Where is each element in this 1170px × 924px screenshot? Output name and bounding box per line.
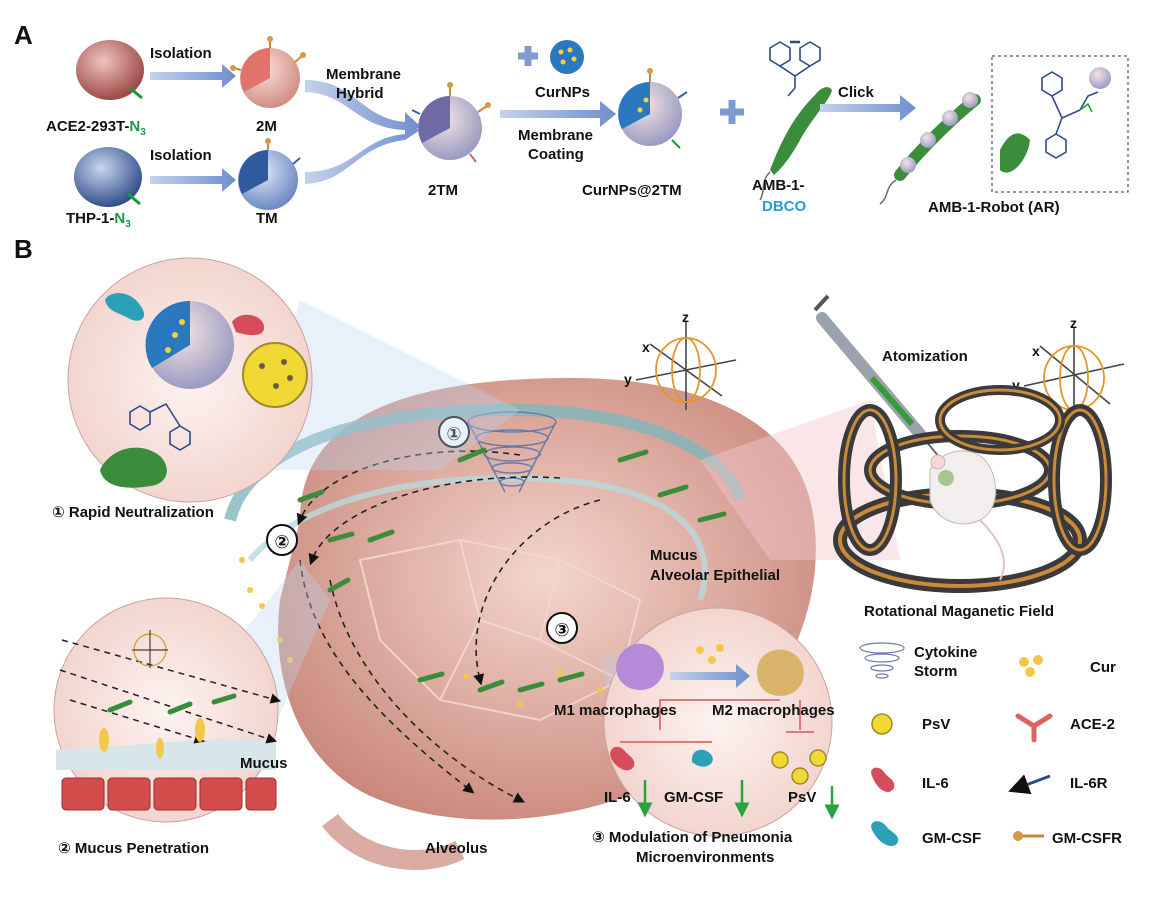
svg-text:③: ③ (554, 620, 569, 640)
vesicle-tm (238, 138, 301, 210)
axis-gizmo-left (635, 322, 737, 410)
curnps-particle (550, 40, 584, 74)
cytokine-storm-vortex (467, 411, 557, 493)
legend-ace2-label: ACE-2 (1070, 716, 1115, 733)
label-rapid-neutralization: ① Rapid Neutralization (52, 504, 214, 521)
hybrid-label-line2: Hybrid (336, 85, 384, 102)
axis-left-y: y (624, 371, 632, 387)
step-number-2: ② (266, 524, 298, 556)
click-label: Click (838, 84, 875, 101)
label-modulation-line2: Microenvironments (636, 849, 774, 866)
amb-dbco-label: DBCO (762, 198, 806, 215)
hybrid-arrow-top (305, 80, 420, 140)
amb1-bacterium (770, 87, 832, 175)
axis-right-z: z (1070, 315, 1077, 331)
step-number-1: ① (438, 416, 470, 448)
panel-b-letter: B (14, 234, 33, 264)
legend-psv-label: PsV (922, 716, 950, 733)
legend-psv-icon (871, 713, 893, 735)
coating-arrow (500, 101, 616, 127)
legend-gmcsfr-icon (1013, 831, 1044, 841)
legend-cur-label: Cur (1090, 659, 1116, 676)
legend: Cytokine Storm Cur PsV ACE-2 IL-6 IL-6R … (859, 642, 1122, 847)
legend-cytokine-line2: Storm (914, 663, 957, 680)
isolation-label-2: Isolation (150, 147, 212, 164)
legend-ace2-icon (1015, 713, 1053, 743)
plus-sign-1 (518, 46, 538, 66)
svg-text:①: ① (446, 424, 461, 444)
legend-cytokine-icon (859, 642, 905, 679)
axis-left-x: x (642, 339, 650, 355)
zoom-circle-modulation (603, 607, 840, 837)
vesicle-2m (230, 36, 306, 108)
legend-cytokine-line1: Cytokine (914, 644, 977, 661)
label-zoom-psv: PsV (788, 789, 816, 806)
svg-text:②: ② (274, 532, 289, 552)
hybrid-arrow-bottom (305, 124, 420, 184)
coating-label-line2: Coating (528, 146, 584, 163)
zoom-circle-rapid-neutralization (67, 257, 313, 503)
mouse (929, 450, 1005, 581)
click-arrow (820, 95, 916, 121)
cur-particles-tissue (239, 557, 603, 707)
vesicle-curnps-2tm (618, 68, 688, 149)
label-alveolar-epithelial: Alveolar Epithelial (650, 567, 780, 584)
zoom-beam-1 (250, 300, 520, 470)
label-2tm: 2TM (428, 182, 458, 199)
amb1-flagellum (759, 171, 771, 201)
label-m2: M2 macrophages (712, 702, 835, 719)
label-2m: 2M (256, 118, 277, 135)
amb1-robot (879, 92, 981, 205)
robot-zoom-box (991, 55, 1129, 193)
dbco-structure (769, 40, 821, 97)
label-zoom-il6: IL-6 (604, 789, 631, 806)
isolation-label-1: Isolation (150, 45, 212, 62)
axis-right-x: x (1032, 343, 1040, 359)
legend-gmcsf-label: GM-CSF (922, 830, 981, 847)
label-mucus-zoom: Mucus (240, 755, 288, 772)
legend-il6r-label: IL-6R (1070, 775, 1108, 792)
label-mucus: Mucus (650, 547, 698, 564)
legend-cur-icon (1019, 655, 1043, 677)
plus-sign-2 (720, 100, 744, 124)
thp1-cell (74, 147, 142, 207)
label-rotational-field: Rotational Maganetic Field (864, 603, 1054, 620)
ace2-293t-label: ACE2-293T-N3 (46, 118, 146, 138)
label-mucus-penetration: ② Mucus Penetration (58, 840, 209, 857)
label-m1: M1 macrophages (554, 702, 677, 719)
robot-zoom-structure (1000, 67, 1111, 173)
amb-label-line1: AMB-1- (752, 177, 805, 194)
mini-axis-mucus (132, 630, 168, 668)
legend-il6-label: IL-6 (922, 775, 949, 792)
zoom-circle-mucus-penetration (53, 597, 282, 823)
legend-gmcsf-icon (871, 821, 899, 846)
hybrid-label-line1: Membrane (326, 66, 401, 83)
vesicle-2tm (411, 82, 491, 163)
axis-right-y: y (1012, 377, 1020, 393)
isolation-arrow-1 (150, 64, 236, 88)
robot-label: AMB-1-Robot (AR) (928, 199, 1060, 216)
label-zoom-gmcsf: GM-CSF (664, 789, 723, 806)
label-atomization: Atomization (882, 348, 968, 365)
ace2-293t-cell (76, 40, 144, 100)
legend-il6-icon (871, 767, 895, 792)
axis-left-z: z (682, 309, 689, 325)
robots-on-tissue (297, 447, 727, 693)
label-modulation-line1: ③ Modulation of Pneumonia (592, 829, 793, 846)
curnps-label: CurNPs (535, 84, 590, 101)
step-number-3: ③ (546, 612, 578, 644)
legend-gmcsfr-label: GM-CSFR (1052, 830, 1122, 847)
coating-label-line1: Membrane (518, 127, 593, 144)
label-curnps-2tm: CurNPs@2TM (582, 182, 682, 199)
thp1-label: THP-1-N3 (66, 210, 131, 230)
label-tm: TM (256, 210, 278, 227)
legend-il6r-icon (1008, 774, 1051, 795)
isolation-arrow-2 (150, 168, 236, 192)
label-alveolus: Alveolus (425, 840, 488, 857)
panel-a-letter: A (14, 20, 33, 50)
